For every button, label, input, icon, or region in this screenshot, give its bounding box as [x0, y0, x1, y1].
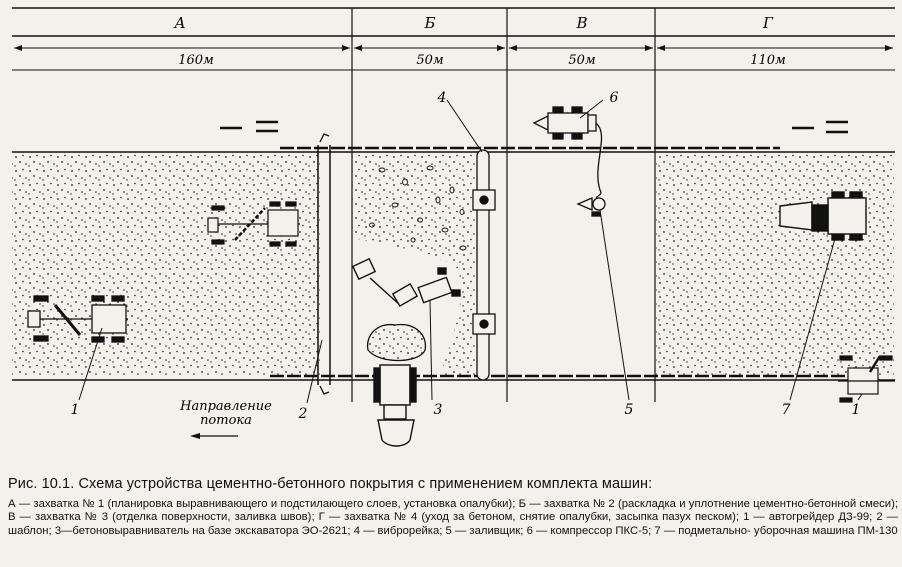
- caption-title: Рис. 10.1. Схема устройства цементно-бет…: [8, 476, 653, 492]
- callout-1-right: 1: [852, 402, 861, 418]
- callout-leaders: [78, 99, 863, 404]
- compressor: [532, 106, 603, 199]
- zone-label-g: Г: [762, 14, 774, 32]
- zone-distance-v: 50м: [568, 53, 595, 68]
- concrete-leveler-excavator: [351, 257, 461, 447]
- callout-2: 2: [298, 406, 308, 422]
- motor-grader-middle: [207, 201, 300, 247]
- callout-3: 3: [434, 402, 443, 418]
- zone-label-v: В: [575, 14, 587, 32]
- template-rail: [317, 133, 331, 395]
- zone-distance-g: 110м: [750, 53, 786, 68]
- caption-legend: А — захватка № 1 (планировка выравнивающ…: [8, 498, 898, 537]
- zone-header: [12, 7, 895, 402]
- concrete-mix-zone-b: [352, 153, 475, 375]
- figure-caption: Рис. 10.1. Схема устройства цементно-бет…: [8, 476, 898, 538]
- sand-base-zone-a: [12, 153, 320, 375]
- callout-1-left: 1: [71, 402, 80, 418]
- road-edges: [12, 146, 895, 381]
- joint-filler: [576, 197, 606, 217]
- sand-base-zone-g: [656, 153, 894, 375]
- flow-direction-line1: Направление: [179, 399, 272, 414]
- flow-direction-line2: потока: [200, 413, 252, 428]
- concrete-pile: [366, 323, 427, 362]
- motor-grader-left: [27, 295, 128, 343]
- flow-direction-arrow: [190, 433, 238, 439]
- zone-label-b: Б: [423, 14, 435, 32]
- dimension-lines: [14, 45, 893, 51]
- motor-grader-right: [838, 355, 895, 403]
- zone-label-a: А: [173, 14, 185, 32]
- callout-6: 6: [610, 90, 619, 106]
- callout-7: 7: [782, 402, 791, 418]
- zone-distance-a: 160м: [178, 53, 214, 68]
- callout-5: 5: [625, 402, 634, 418]
- callout-4: 4: [437, 90, 447, 106]
- lane-markings: [220, 120, 848, 134]
- concrete-aggregate: [369, 165, 467, 251]
- construction-scheme-diagram: А Б В Г 160м 50м 50м 110м: [12, 7, 895, 447]
- zone-distance-b: 50м: [416, 53, 443, 68]
- vibrating-screed: [472, 149, 496, 381]
- sweeper-machine: [779, 191, 867, 241]
